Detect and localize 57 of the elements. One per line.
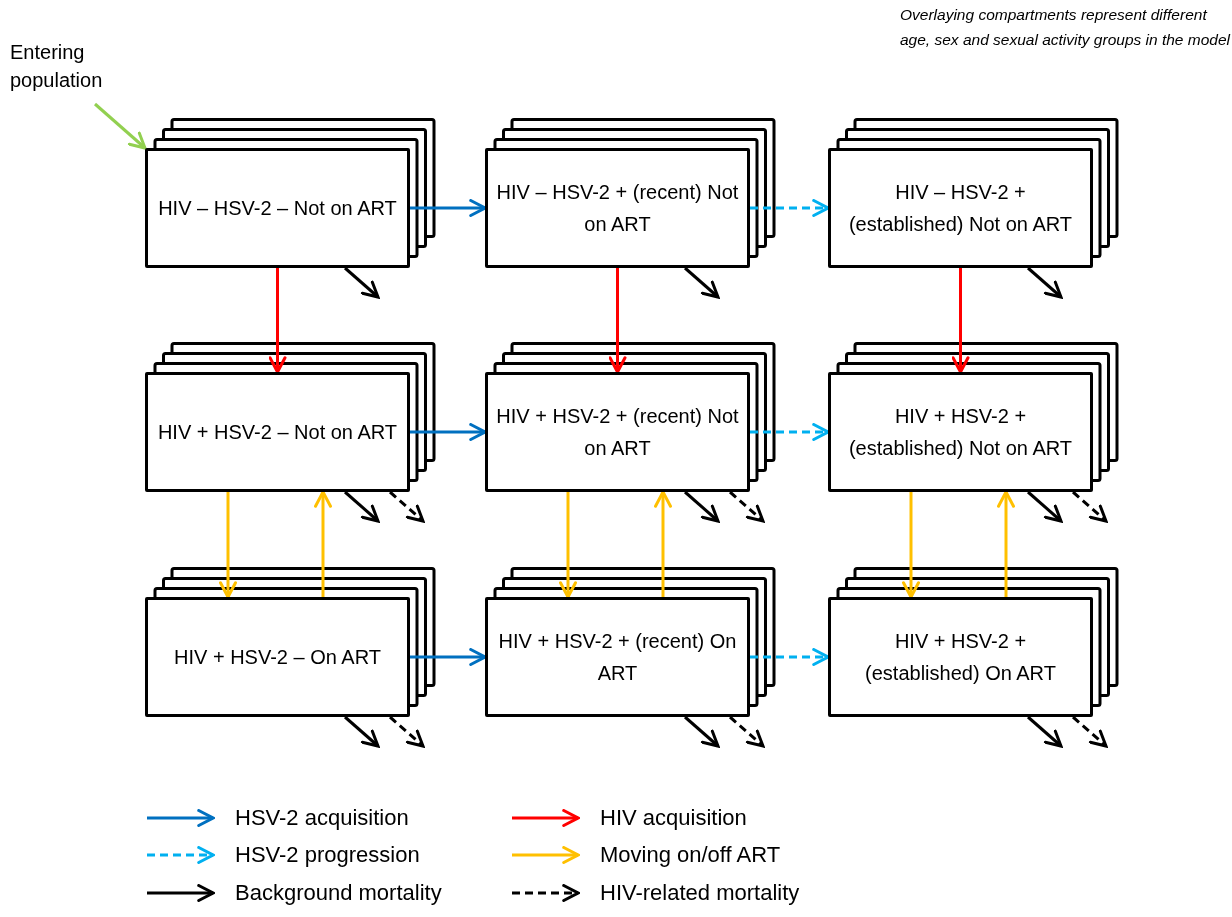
compartment-box bbox=[485, 372, 750, 492]
arrow bbox=[750, 199, 830, 217]
arrow bbox=[94, 102, 147, 150]
compartment-box bbox=[485, 597, 750, 717]
arrow bbox=[344, 490, 380, 523]
arrow bbox=[1072, 715, 1108, 748]
note-text: Overlaying compartments represent different age, sex and sexual activity groups in the model bbox=[900, 5, 1230, 50]
compartment-box bbox=[828, 148, 1093, 268]
legend-text: Background mortality bbox=[235, 879, 442, 907]
compartment-label: HIV + HSV-2 + (established) On ART bbox=[864, 629, 1057, 686]
arrow bbox=[1027, 715, 1063, 748]
arrow bbox=[750, 423, 830, 441]
compartment-box bbox=[828, 597, 1093, 717]
arrow bbox=[729, 715, 765, 748]
arrow bbox=[902, 492, 920, 599]
compartment-label: HIV + HSV-2 – On ART bbox=[174, 645, 381, 670]
arrow bbox=[410, 423, 487, 441]
compartment-box bbox=[145, 597, 410, 717]
compartment-label: HIV – HSV-2 – Not on ART bbox=[158, 196, 397, 221]
arrow bbox=[608, 268, 627, 374]
compartment-label: HIV + HSV-2 + (recent) Not on ART bbox=[496, 404, 739, 461]
arrow bbox=[410, 648, 487, 666]
arrow bbox=[684, 490, 720, 523]
entry-label: Entering population bbox=[10, 36, 140, 96]
arrow bbox=[314, 490, 332, 597]
arrow bbox=[1027, 490, 1063, 523]
compartment-label: HIV – HSV-2 + (recent) Not on ART bbox=[496, 180, 739, 237]
arrow bbox=[389, 490, 425, 523]
arrow bbox=[389, 715, 425, 748]
arrow bbox=[1072, 490, 1108, 523]
arrow bbox=[951, 268, 970, 374]
compartment-label: HIV + HSV-2 + (established) Not on ART bbox=[847, 404, 1074, 461]
compartment-label: HIV + HSV-2 + (recent) On ART bbox=[497, 629, 738, 686]
arrow bbox=[1027, 266, 1063, 299]
arrow bbox=[268, 268, 287, 374]
arrow bbox=[219, 492, 237, 599]
legend-text: HIV acquisition bbox=[600, 804, 747, 832]
arrow bbox=[684, 715, 720, 748]
compartment-box bbox=[145, 148, 410, 268]
legend-text: Moving on/off ART bbox=[600, 841, 781, 869]
legend-text: HIV-related mortality bbox=[600, 879, 800, 907]
arrow bbox=[684, 266, 720, 299]
arrow bbox=[729, 490, 765, 523]
arrow bbox=[750, 648, 830, 666]
arrow bbox=[559, 492, 577, 599]
compartment-box bbox=[828, 372, 1093, 492]
arrow bbox=[344, 715, 380, 748]
compartment-box bbox=[145, 372, 410, 492]
legend-text: HSV-2 progression bbox=[235, 841, 420, 869]
arrow bbox=[997, 490, 1015, 597]
compartment-label: HIV + HSV-2 – Not on ART bbox=[157, 420, 398, 445]
arrow bbox=[344, 266, 380, 299]
arrow bbox=[654, 490, 672, 597]
compartment-box bbox=[485, 148, 750, 268]
compartment-label: HIV – HSV-2 + (established) Not on ART bbox=[847, 180, 1074, 237]
legend-text: HSV-2 acquisition bbox=[235, 804, 409, 832]
arrow bbox=[410, 199, 487, 217]
